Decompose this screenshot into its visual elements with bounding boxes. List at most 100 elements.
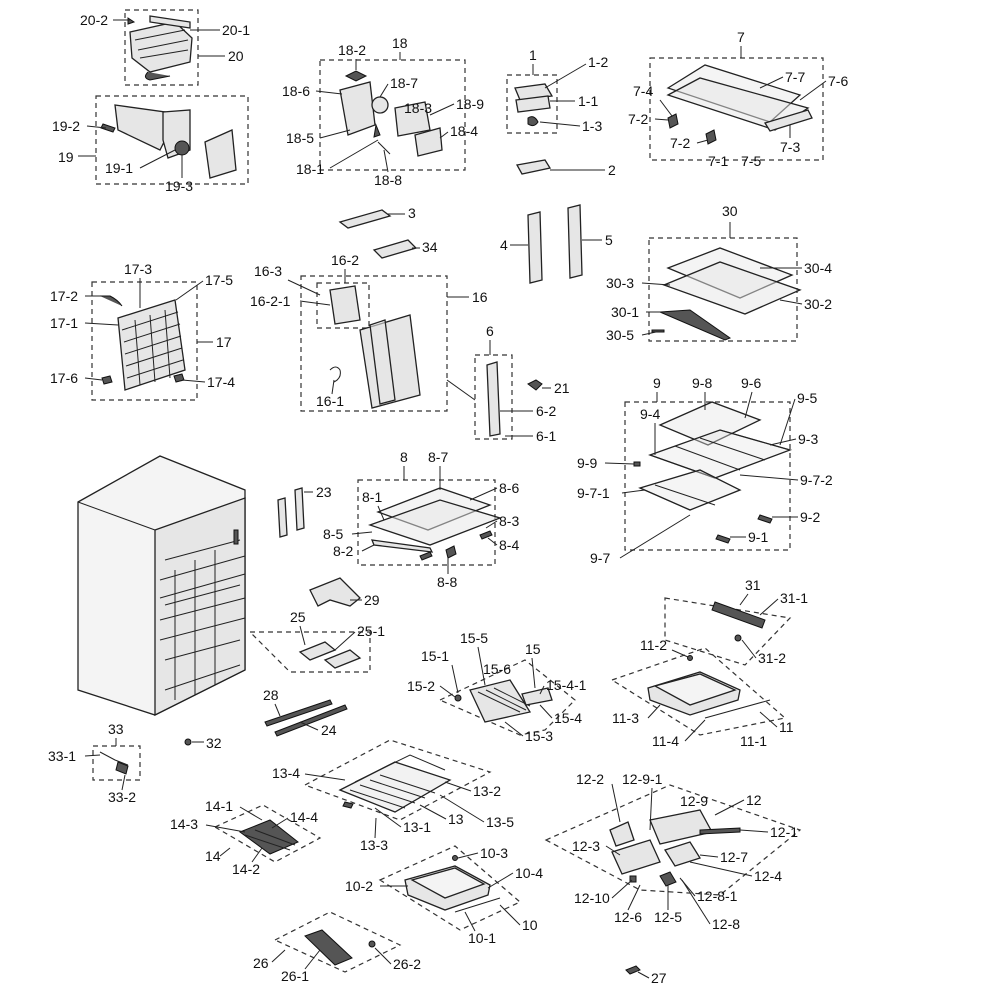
label-17-1: 17-1	[50, 315, 78, 331]
label-16-3: 16-3	[254, 263, 282, 279]
label-10-2: 10-2	[345, 878, 373, 894]
label-30-2: 30-2	[804, 296, 832, 312]
label-9: 9	[653, 375, 661, 391]
label-20-1: 20-1	[222, 22, 250, 38]
label-12-1: 12-1	[770, 824, 798, 840]
part-3	[338, 209, 392, 229]
label-11-4: 11-4	[652, 733, 679, 749]
label-12-5: 12-5	[654, 909, 682, 925]
label-26: 26	[253, 955, 269, 971]
label-31-2: 31-2	[758, 650, 786, 666]
label-1-1: 1-1	[578, 93, 598, 109]
label-12-9-1: 12-9-1	[622, 771, 663, 787]
label-18-2: 18-2	[338, 42, 366, 58]
label-14-2: 14-2	[232, 861, 260, 877]
label-10: 10	[522, 917, 538, 933]
label-15-4: 15-4	[554, 710, 582, 726]
part-27	[625, 965, 641, 975]
group-16	[300, 275, 448, 412]
group-17	[91, 281, 198, 401]
group-10	[378, 845, 522, 931]
label-8-6: 8-6	[499, 480, 519, 496]
label-7-2-center: 7-2	[670, 135, 690, 151]
cabinet	[77, 455, 246, 717]
label-30: 30	[722, 203, 738, 219]
label-8-5: 8-5	[323, 526, 343, 542]
label-18-1: 18-1	[296, 161, 324, 177]
label-8-3: 8-3	[499, 513, 519, 529]
label-26-2: 26-2	[393, 956, 421, 972]
label-14-1: 14-1	[205, 798, 233, 814]
label-25-1: 25-1	[357, 623, 385, 639]
label-34: 34	[422, 239, 438, 255]
group-19	[95, 95, 249, 185]
label-10-1: 10-1	[468, 930, 496, 946]
label-6: 6	[486, 323, 494, 339]
label-13-5: 13-5	[486, 814, 514, 830]
label-31-1: 31-1	[780, 590, 808, 606]
label-7: 7	[737, 29, 745, 45]
group-31	[664, 597, 792, 666]
label-15-6: 15-6	[483, 661, 511, 677]
label-9-2: 9-2	[800, 509, 820, 525]
label-17-6: 17-6	[50, 370, 78, 386]
part-4	[527, 211, 543, 284]
label-18-4: 18-4	[450, 123, 478, 139]
part-24	[274, 704, 348, 737]
label-1-2: 1-2	[588, 54, 608, 70]
label-24: 24	[321, 722, 337, 738]
label-4: 4	[500, 237, 508, 253]
label-18-8: 18-8	[374, 172, 402, 188]
label-17-4: 17-4	[207, 374, 235, 390]
label-7-1: 7-1	[708, 153, 728, 169]
label-7-7: 7-7	[785, 69, 805, 85]
label-13-1: 13-1	[403, 819, 431, 835]
label-13-2: 13-2	[473, 783, 501, 799]
label-19-2: 19-2	[52, 118, 80, 134]
label-30-5: 30-5	[606, 327, 634, 343]
label-6-2: 6-2	[536, 403, 556, 419]
label-14-4: 14-4	[290, 809, 318, 825]
group-26	[273, 911, 402, 973]
label-9-1: 9-1	[748, 529, 768, 545]
label-15: 15	[525, 641, 541, 657]
label-7-2-left: 7-2	[628, 111, 648, 127]
label-6-1: 6-1	[536, 428, 556, 444]
label-10-3: 10-3	[480, 845, 508, 861]
group-18	[319, 59, 466, 171]
label-17-2: 17-2	[50, 288, 78, 304]
label-9-9: 9-9	[577, 455, 597, 471]
label-33-2: 33-2	[108, 789, 136, 805]
label-8: 8	[400, 449, 408, 465]
label-16-2-1: 16-2-1	[250, 293, 291, 309]
label-27: 27	[651, 970, 667, 986]
label-7-5: 7-5	[741, 153, 761, 169]
label-30-1: 30-1	[611, 304, 639, 320]
group-13	[303, 739, 492, 821]
label-8-4: 8-4	[499, 537, 519, 553]
label-17-5: 17-5	[205, 272, 233, 288]
label-7-4: 7-4	[633, 83, 653, 99]
label-9-4: 9-4	[640, 406, 660, 422]
label-26-1: 26-1	[281, 968, 309, 984]
label-18-3: 18-3	[404, 100, 432, 116]
label-12-7: 12-7	[720, 849, 748, 865]
label-1-3: 1-3	[582, 118, 602, 134]
group-8	[357, 479, 503, 566]
label-12-9: 12-9	[680, 793, 708, 809]
label-32: 32	[206, 735, 222, 751]
label-15-3: 15-3	[525, 728, 553, 744]
label-10-4: 10-4	[515, 865, 543, 881]
label-8-1: 8-1	[362, 489, 382, 505]
label-33: 33	[108, 721, 124, 737]
label-8-8: 8-8	[437, 574, 457, 590]
label-16-2: 16-2	[331, 252, 359, 268]
label-8-2: 8-2	[333, 543, 353, 559]
label-13-3: 13-3	[360, 837, 388, 853]
label-21: 21	[554, 380, 570, 396]
label-9-7-1: 9-7-1	[577, 485, 610, 501]
label-17: 17	[216, 334, 232, 350]
group-12	[544, 784, 802, 896]
group-25	[248, 631, 371, 673]
label-23: 23	[316, 484, 332, 500]
